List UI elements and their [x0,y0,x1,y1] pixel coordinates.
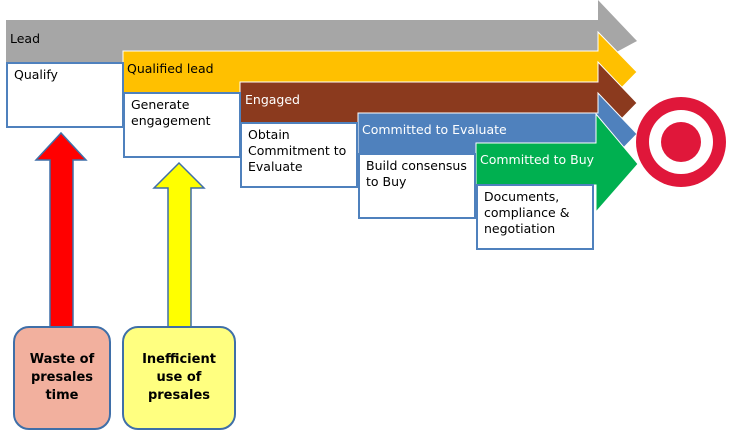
activity-text: Qualify [14,67,58,82]
activity-text: Commitment to [248,143,347,158]
cause-text: presales [147,388,211,403]
activity-box-obtain-commitment: Obtain Commitment to Evaluate [240,122,358,188]
target-icon [636,97,726,187]
activity-text: Generate [131,97,190,112]
stage-label-engaged: Engaged [245,92,300,107]
activity-box-generate-engagement: Generate engagement [123,92,241,158]
cause-text: Inefficient [142,352,216,367]
activity-text: engagement [131,113,211,128]
cause-text: time [45,388,79,403]
activity-text: Build consensus [366,158,467,173]
cause-box-waste: Waste of presales time [13,326,111,430]
activity-text: compliance & [484,205,570,220]
activity-box-qualify: Qualify [6,62,124,128]
activity-text: Obtain [248,127,290,142]
yellow-up-arrow [152,161,206,329]
stage-label-committed-buy: Committed to Buy [480,152,595,167]
cause-text: presales [30,370,94,385]
activity-box-documents: Documents, compliance & negotiation [476,184,594,250]
activity-text: Documents, [484,189,560,204]
stage-label-qualified-lead: Qualified lead [127,61,214,76]
stage-label-lead: Lead [10,31,41,46]
stage-arrow-lead [6,0,637,62]
stage-label-committed-evaluate: Committed to Evaluate [362,122,507,137]
cause-text: Waste of [29,352,95,367]
activity-text: negotiation [484,221,556,236]
activity-box-build-consensus: Build consensus to Buy [358,153,476,219]
red-up-arrow [34,131,88,329]
cause-box-inefficient: Inefficient use of presales [122,326,236,430]
activity-text: Evaluate [248,159,303,174]
activity-text: to Buy [366,174,407,189]
cause-text: use of [156,370,202,385]
